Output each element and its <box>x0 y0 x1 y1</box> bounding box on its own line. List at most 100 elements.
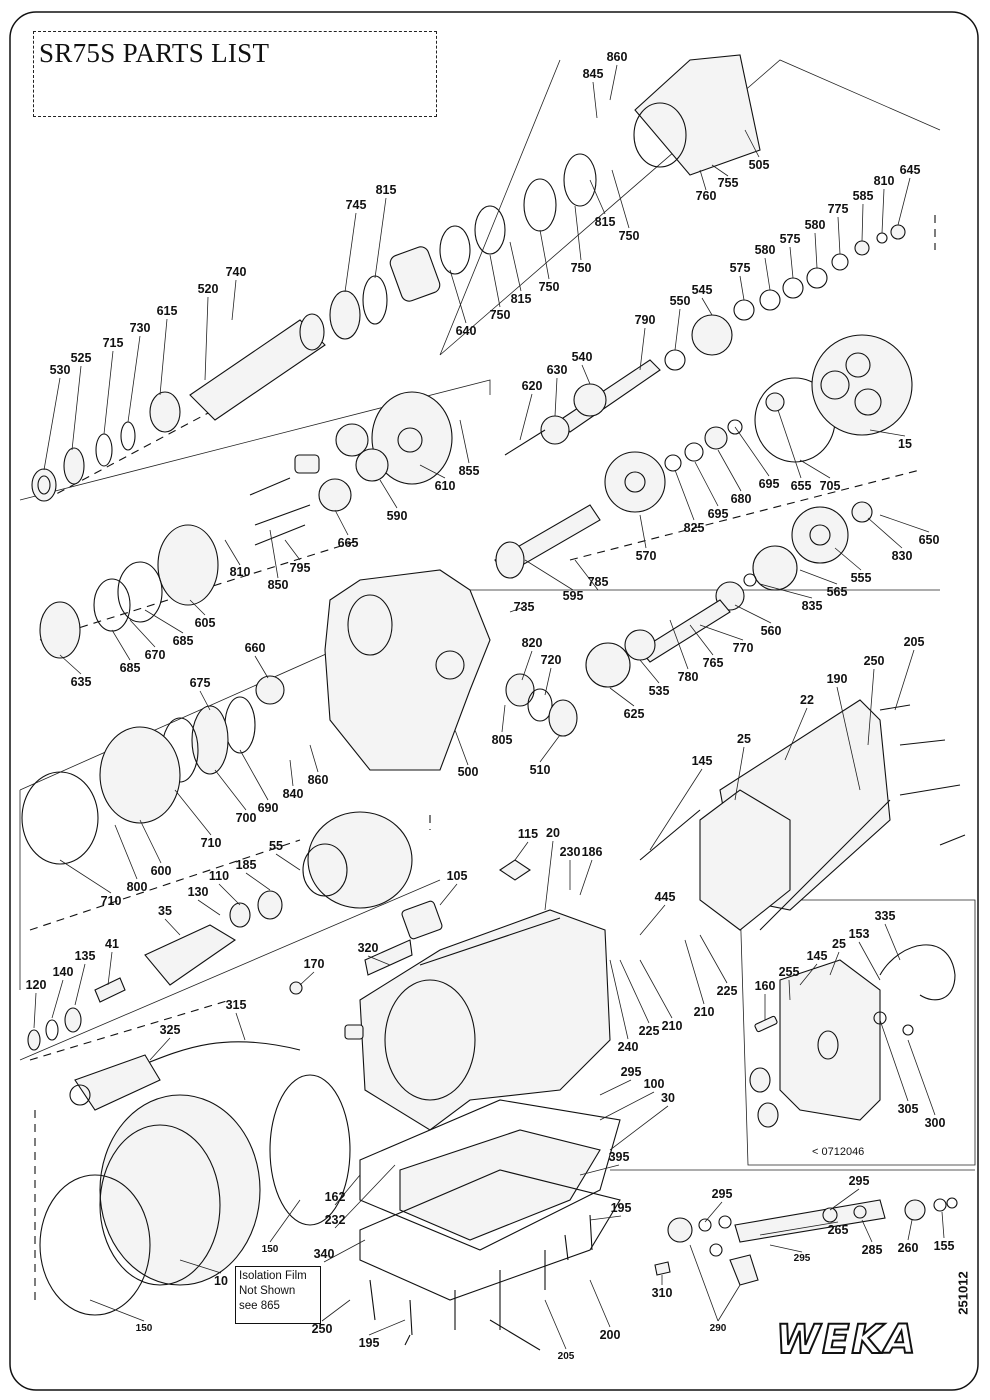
part-callout-510: 510 <box>529 762 551 777</box>
part-callout-720: 720 <box>540 652 562 667</box>
part-callout-750: 750 <box>538 279 560 294</box>
part-callout-530: 530 <box>49 362 71 377</box>
part-callout-105: 105 <box>446 868 468 883</box>
part-callout-232: 232 <box>324 1212 346 1227</box>
part-callout-25: 25 <box>737 731 751 746</box>
part-callout-315: 315 <box>225 997 247 1012</box>
part-callout-115: 115 <box>517 826 539 841</box>
part-callout-525: 525 <box>70 350 92 365</box>
part-callout-685: 685 <box>119 660 141 675</box>
part-callout-630: 630 <box>546 362 568 377</box>
part-callout-715: 715 <box>102 335 124 350</box>
part-callout-625: 625 <box>623 706 645 721</box>
title-box: SR75S PARTS LIST <box>33 31 437 117</box>
part-callout-335: 335 <box>874 908 896 923</box>
part-callout-153: 153 <box>848 926 870 941</box>
part-callout-205: 205 <box>903 634 925 649</box>
part-callout-200: 200 <box>599 1327 621 1342</box>
part-callout-565: 565 <box>826 584 848 599</box>
part-callout-695: 695 <box>707 506 729 521</box>
part-callout-190: 190 <box>826 671 848 686</box>
part-callout-555: 555 <box>850 570 872 585</box>
part-callout-505: 505 <box>748 157 770 172</box>
note-line-1: Isolation Film <box>239 1270 307 1282</box>
part-callout-570: 570 <box>635 548 657 563</box>
part-callout-186: 186 <box>581 844 603 859</box>
part-callout-670: 670 <box>144 647 166 662</box>
part-callout-750: 750 <box>489 307 511 322</box>
part-callout-595: 595 <box>562 588 584 603</box>
part-callout-295: 295 <box>711 1186 733 1201</box>
part-callout-855: 855 <box>458 463 480 478</box>
part-callout-320: 320 <box>357 940 379 955</box>
part-callout-325: 325 <box>159 1022 181 1037</box>
part-callout-250: 250 <box>311 1321 333 1336</box>
part-callout-760: 760 <box>695 188 717 203</box>
part-callout-25: 25 <box>832 936 846 951</box>
document-number: 251012 <box>955 1271 971 1315</box>
part-callout-605: 605 <box>194 615 216 630</box>
part-callout-250: 250 <box>863 653 885 668</box>
note-line-2: Not Shown <box>239 1285 296 1297</box>
part-callout-195: 195 <box>358 1335 380 1350</box>
part-callout-550: 550 <box>669 293 691 308</box>
part-callout-600: 600 <box>150 863 172 878</box>
part-callout-260: 260 <box>897 1240 919 1255</box>
part-callout-815: 815 <box>510 291 532 306</box>
part-callout-575: 575 <box>729 260 751 275</box>
part-callout-170: 170 <box>303 956 325 971</box>
part-callout-650: 650 <box>918 532 940 547</box>
part-callout-790: 790 <box>634 312 656 327</box>
part-callout-195: 195 <box>610 1200 632 1215</box>
part-callout-225: 225 <box>638 1023 660 1038</box>
part-callout-255: 255 <box>778 964 800 979</box>
part-callout-240: 240 <box>617 1039 639 1054</box>
part-callout-845: 845 <box>582 66 604 81</box>
isolation-film-note: Isolation Film Not Shown see 865 <box>235 1266 321 1324</box>
part-callout-700: 700 <box>235 810 257 825</box>
part-callout-160: 160 <box>754 978 776 993</box>
part-callout-35: 35 <box>158 903 172 918</box>
part-callout-150: 150 <box>261 1244 279 1255</box>
part-callout-860: 860 <box>307 772 329 787</box>
part-callout-740: 740 <box>225 264 247 279</box>
part-callout-145: 145 <box>691 753 713 768</box>
part-callout-645: 645 <box>899 162 921 177</box>
part-callout-830: 830 <box>891 548 913 563</box>
part-callout-765: 765 <box>702 655 724 670</box>
part-callout-810: 810 <box>873 173 895 188</box>
part-callout-860: 860 <box>606 49 628 64</box>
part-callout-580: 580 <box>754 242 776 257</box>
part-callout-210: 210 <box>661 1018 683 1033</box>
part-callout-155: 155 <box>933 1238 955 1253</box>
part-callout-665: 665 <box>337 535 359 550</box>
part-callout-560: 560 <box>760 623 782 638</box>
part-callout-785: 785 <box>587 574 609 589</box>
part-callout-840: 840 <box>282 786 304 801</box>
part-callout-705: 705 <box>819 478 841 493</box>
part-callout-655: 655 <box>790 478 812 493</box>
part-callout-820: 820 <box>521 635 543 650</box>
part-callout-520: 520 <box>197 281 219 296</box>
note-line-3: see 865 <box>239 1300 280 1312</box>
part-callout-745: 745 <box>345 197 367 212</box>
part-callout-545: 545 <box>691 282 713 297</box>
part-callout-225: 225 <box>716 983 738 998</box>
part-callout-750: 750 <box>618 228 640 243</box>
part-callout-710: 710 <box>100 893 122 908</box>
part-callout-535: 535 <box>648 683 670 698</box>
part-callout-445: 445 <box>654 889 676 904</box>
part-callout-770: 770 <box>732 640 754 655</box>
part-callout-755: 755 <box>717 175 739 190</box>
part-callout-210: 210 <box>693 1004 715 1019</box>
part-callout-775: 775 <box>827 201 849 216</box>
part-callout-680: 680 <box>730 491 752 506</box>
part-callout-150: 150 <box>135 1323 153 1334</box>
part-callout-10: 10 <box>214 1273 228 1288</box>
part-callout-805: 805 <box>491 732 513 747</box>
part-callout-690: 690 <box>257 800 279 815</box>
part-callout-825: 825 <box>683 520 705 535</box>
part-callout-635: 635 <box>70 674 92 689</box>
part-callout-20: 20 <box>546 825 560 840</box>
